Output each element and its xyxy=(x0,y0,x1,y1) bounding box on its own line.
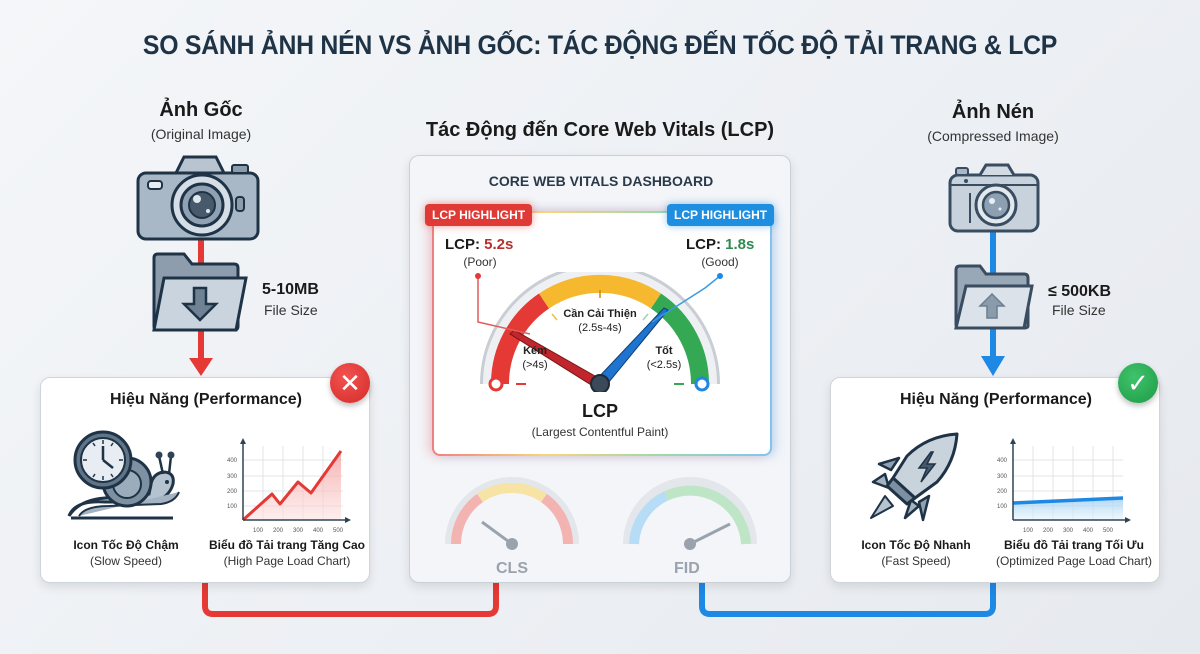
needs-improvement-label: Cần Cải Thiện xyxy=(563,308,637,320)
needs-improvement-zone-label: Cần Cải Thiện xyxy=(560,308,640,320)
folder-upload-icon xyxy=(954,264,1034,330)
compressed-file-size-label: File Size xyxy=(1052,302,1106,318)
svg-text:200: 200 xyxy=(273,528,284,534)
lcp-gauge xyxy=(480,272,720,392)
svg-text:500: 500 xyxy=(1103,528,1114,534)
cls-label: CLS xyxy=(496,560,528,577)
compact-camera-icon xyxy=(948,163,1040,233)
svg-text:300: 300 xyxy=(1063,528,1074,534)
fid-mini-gauge xyxy=(623,477,757,550)
original-performance-card: Hiệu Năng (Performance) xyxy=(40,377,370,583)
fast-icon-caption-sub: (Fast Speed) xyxy=(881,554,951,568)
original-file-size: 5-10MB xyxy=(262,281,319,298)
folder-download-icon xyxy=(152,252,248,332)
high-load-chart: 400 300 200 100 100 200 300 400 500 xyxy=(227,438,351,534)
callout-lines xyxy=(475,273,723,392)
compressed-performance-card: Hiệu Năng (Performance) xyxy=(830,377,1160,583)
good-lcp-state: (Good) xyxy=(701,255,739,269)
svg-text:200: 200 xyxy=(1043,528,1054,534)
check-circle-icon: ✓ xyxy=(1118,363,1158,403)
page-title: SO SÁNH ẢNH NÉN VS ẢNH GỐC: TÁC ĐỘNG ĐẾN… xyxy=(142,30,1058,60)
svg-text:500: 500 xyxy=(333,528,344,534)
compressed-image-subtitle: (Compressed Image) xyxy=(927,128,1059,144)
poor-zone-range: (>4s) xyxy=(522,359,548,371)
svg-text:100: 100 xyxy=(997,504,1008,510)
poor-zone-label: Kém xyxy=(515,345,555,357)
svg-text:200: 200 xyxy=(997,489,1008,495)
performance-title: Hiệu Năng (Performance) xyxy=(109,391,303,408)
original-image-title: Ảnh Gốc xyxy=(159,99,243,121)
slow-icon-caption: Icon Tốc Độ Chậm xyxy=(73,538,179,552)
good-label: Tốt xyxy=(655,345,673,357)
svg-text:400: 400 xyxy=(227,458,238,464)
svg-text:400: 400 xyxy=(1083,528,1094,534)
good-lcp-number: 1.8s xyxy=(725,236,755,253)
svg-text:300: 300 xyxy=(997,474,1008,480)
dashboard-title: CORE WEB VITALS DASHBOARD xyxy=(488,173,714,189)
lcp-highlight-tag-poor: LCP HIGHLIGHT xyxy=(425,204,533,226)
fast-icon-caption: Icon Tốc Độ Nhanh xyxy=(861,538,971,552)
optimized-load-chart: 400 300 200 100 100 200 300 400 500 xyxy=(997,438,1131,534)
poor-lcp-number: 5.2s xyxy=(484,236,514,253)
original-image-subtitle: (Original Image) xyxy=(150,126,252,142)
fast-rocket-icon xyxy=(870,432,959,522)
lcp-metric-full: (Largest Contentful Paint) xyxy=(531,425,669,439)
poor-lcp-state: (Poor) xyxy=(463,255,497,269)
poor-lcp-label: LCP: xyxy=(445,236,480,253)
poor-label: Kém xyxy=(523,345,547,357)
poor-lcp-value: LCP: 5.2s xyxy=(445,236,513,253)
optimized-chart-caption-sub: (Optimized Page Load Chart) xyxy=(995,554,1153,568)
good-zone-label: Tốt xyxy=(644,345,684,357)
slow-snail-icon xyxy=(67,430,180,520)
core-web-vitals-title: Tác Động đến Core Web Vitals (LCP) xyxy=(425,119,775,141)
svg-text:300: 300 xyxy=(293,528,304,534)
good-lcp-label: LCP: xyxy=(686,236,721,253)
svg-text:200: 200 xyxy=(227,489,238,495)
performance-title: Hiệu Năng (Performance) xyxy=(899,391,1093,408)
svg-text:300: 300 xyxy=(227,474,238,480)
compressed-file-size: ≤ 500KB xyxy=(1048,283,1112,300)
optimized-chart-caption: Biểu đồ Tải trang Tối Ưu xyxy=(1004,538,1144,552)
cls-mini-gauge xyxy=(445,477,579,550)
svg-text:100: 100 xyxy=(253,528,264,534)
slow-icon-caption-sub: (Slow Speed) xyxy=(89,554,163,568)
svg-text:100: 100 xyxy=(1023,528,1034,534)
lcp-metric-label: LCP xyxy=(582,401,618,421)
good-lcp-value: LCP: 1.8s xyxy=(686,236,754,253)
lcp-gauge-panel xyxy=(432,211,772,456)
x-circle-icon: ✕ xyxy=(330,363,370,403)
high-load-chart-caption: Biểu đồ Tải trang Tăng Cao xyxy=(208,538,365,552)
good-zone-range: (<2.5s) xyxy=(646,359,682,371)
svg-text:400: 400 xyxy=(313,528,324,534)
core-web-vitals-dashboard: CORE WEB VITALS DASHBOARD CLS FID xyxy=(409,155,791,583)
original-file-size-label: File Size xyxy=(264,302,318,318)
lcp-highlight-tag-good: LCP HIGHLIGHT xyxy=(667,204,775,226)
svg-text:400: 400 xyxy=(997,458,1008,464)
dslr-camera-icon xyxy=(136,155,260,241)
high-load-chart-caption-sub: (High Page Load Chart) xyxy=(223,554,351,568)
fid-label: FID xyxy=(674,560,700,577)
svg-text:100: 100 xyxy=(227,504,238,510)
compressed-image-title: Ảnh Nén xyxy=(951,101,1035,123)
needs-improvement-range: (2.5s-4s) xyxy=(578,322,622,334)
